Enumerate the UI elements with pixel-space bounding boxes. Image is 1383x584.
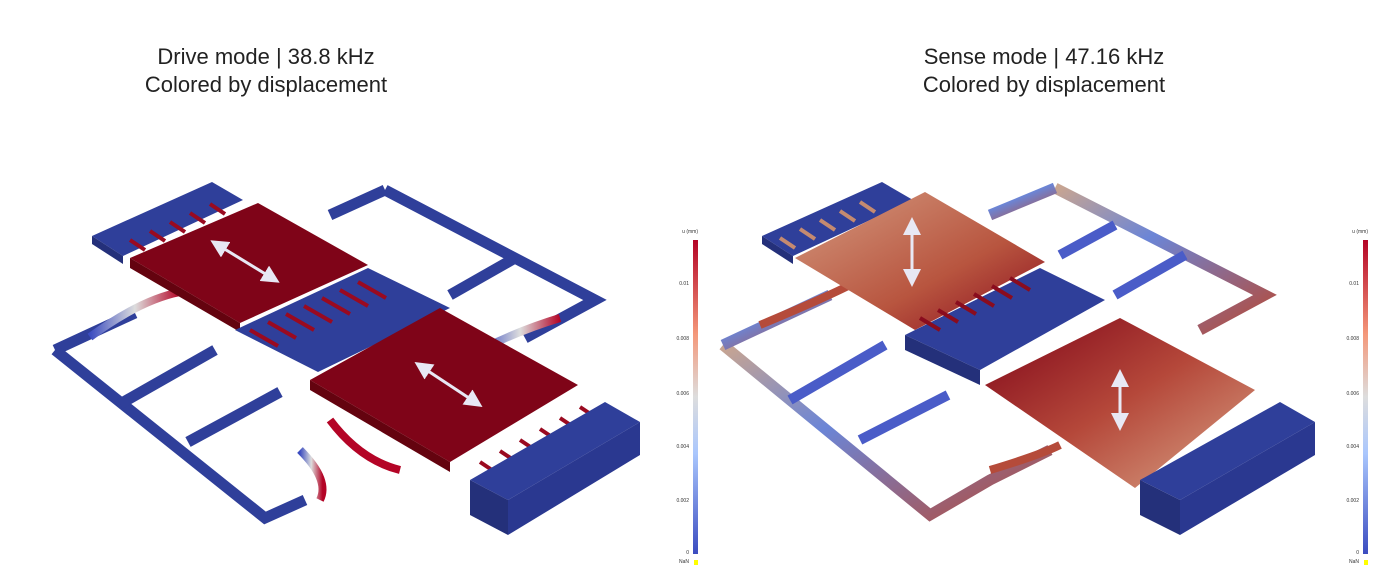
colorbar-label: u (mm): [1352, 229, 1368, 235]
colorbar-gradient: [693, 240, 698, 554]
drive-arrow-top: [210, 240, 280, 283]
colorbar-tick: 0.006: [1346, 391, 1359, 397]
colorbar-gradient: [1363, 240, 1368, 554]
colorbar-nan-swatch: [1364, 560, 1368, 565]
colorbar-nan-swatch: [694, 560, 698, 565]
sense-mode-model: [719, 182, 1315, 535]
colorbar-nan-label: NaN: [1348, 559, 1359, 565]
drive-mode-title: Drive mode | 38.8 kHz Colored by displac…: [6, 43, 526, 99]
sense-beam-left: [758, 281, 852, 329]
colorbar-label: u (mm): [682, 229, 698, 235]
sense-colorbar: u (mm) 0.01 0.008 0.006 0.004 0.002 0 Na…: [1333, 226, 1373, 571]
colorbar-tick: 0.01: [1349, 281, 1359, 287]
colorbar-nan-label: NaN: [678, 559, 689, 565]
sense-comb-center: [905, 268, 1105, 370]
sense-mode-subtitle: Colored by displacement: [922, 72, 1166, 97]
colorbar-tick: 0.004: [1346, 444, 1359, 450]
drive-comb-center: [235, 268, 450, 372]
sense-anchor-bottom: [1140, 402, 1315, 500]
colorbar-tick: 0.002: [676, 498, 689, 504]
colorbar-tick: 0.01: [679, 281, 689, 287]
drive-beam-bottom: [326, 417, 402, 474]
sense-beam-bottom: [988, 441, 1062, 474]
colorbar-tick: 0.004: [676, 444, 689, 450]
drive-beam-bottom2: [297, 447, 327, 502]
drive-anchor-top: [92, 182, 243, 256]
sense-anchor-top: [762, 182, 913, 256]
colorbar-tick: 0.008: [676, 336, 689, 342]
colorbar-tick: 0.008: [1346, 336, 1359, 342]
colorbar-tick: 0.006: [676, 391, 689, 397]
drive-colorbar: u (mm) 0.01 0.008 0.006 0.004 0.002 0 Na…: [663, 226, 703, 571]
sense-mode-frequency: Sense mode | 47.16 kHz: [923, 44, 1165, 69]
colorbar-tick: 0: [686, 550, 689, 556]
drive-mode-model: [51, 182, 640, 535]
drive-mode-frequency: Drive mode | 38.8 kHz: [157, 44, 375, 69]
drive-arrow-bottom: [414, 362, 483, 407]
colorbar-tick: 0: [1356, 550, 1359, 556]
drive-anchor-bottom: [470, 402, 640, 500]
drive-mode-subtitle: Colored by displacement: [144, 72, 388, 97]
drive-beam-left: [87, 288, 181, 341]
sense-mode-title: Sense mode | 47.16 kHz Colored by displa…: [784, 43, 1304, 99]
colorbar-tick: 0.002: [1346, 498, 1359, 504]
drive-comb-fingers: [128, 202, 597, 474]
